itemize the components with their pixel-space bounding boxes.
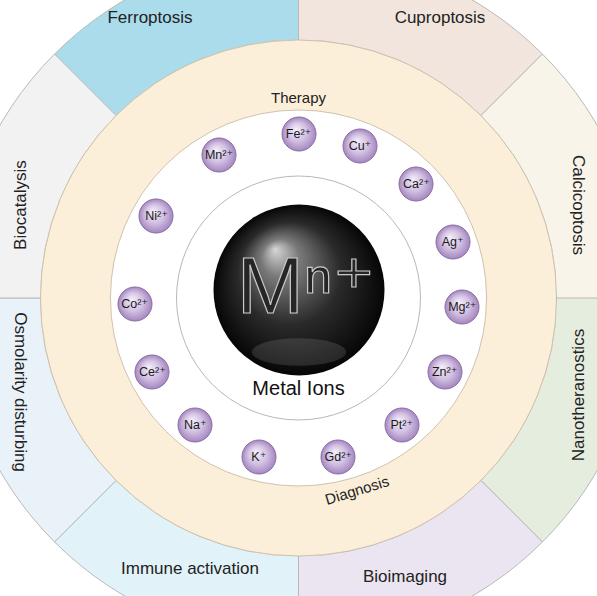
ion-circle (343, 129, 377, 163)
metal-ion-circle: Ni²⁺ (138, 198, 174, 234)
metal-symbol: Mⁿ⁺ (237, 246, 375, 326)
segment-label: Immune activation (121, 560, 259, 577)
ion-circle (385, 408, 419, 442)
ion-label: K⁺ (251, 451, 266, 464)
ion-label: Mn²⁺ (205, 148, 233, 161)
metal-sphere: Mⁿ⁺ (213, 204, 385, 376)
ion-circle (445, 290, 479, 324)
sphere-reflection (251, 338, 346, 366)
ion-circle (242, 440, 276, 474)
ion-circle (139, 199, 173, 233)
inner-circle (177, 176, 421, 420)
metal-ion-circle: Co²⁺ (117, 286, 153, 322)
ion-circle (428, 355, 462, 389)
segment-label: Cuproptosis (395, 9, 486, 26)
ion-label: Cu⁺ (349, 140, 372, 153)
segment-label: Osmolarity disturbing (12, 312, 29, 472)
sphere-body (213, 205, 384, 376)
ion-label: Na⁺ (184, 419, 207, 432)
metal-ion-circle: Mn²⁺ (201, 137, 237, 173)
metal-ion-circle: Fe²⁺ (281, 116, 317, 152)
ion-circle (135, 355, 169, 389)
metal-ion-circle: Ce²⁺ (134, 354, 170, 390)
metal-ion-circle: K⁺ (241, 439, 277, 475)
metal-ion-circle: Cu⁺ (342, 128, 378, 164)
ion-label: Gd²⁺ (324, 451, 351, 464)
ion-label: Zn²⁺ (432, 366, 457, 379)
metal-ion-circle: Pt²⁺ (384, 407, 420, 443)
band-label: Therapy (271, 90, 326, 105)
metal-ion-circle: Ag⁺ (435, 224, 471, 260)
metal-ion-circle: Na⁺ (177, 407, 213, 443)
ion-label: Ce²⁺ (139, 366, 166, 379)
metal-ion-circle: Mg²⁺ (444, 289, 480, 325)
ion-circle (399, 167, 433, 201)
segment-label: Biocatalysis (12, 160, 29, 250)
band-outline (41, 40, 557, 556)
segment-label: Calcicoptosis (570, 155, 587, 255)
ion-label: Fe²⁺ (286, 128, 311, 141)
ion-circle (118, 287, 152, 321)
ion-circle (202, 138, 236, 172)
center-caption: Metal Ions (252, 378, 344, 398)
metal-ion-circle: Gd²⁺ (320, 439, 356, 475)
ion-circle (321, 440, 355, 474)
ion-label: Mg²⁺ (448, 300, 476, 313)
ion-label: Ni²⁺ (145, 210, 168, 223)
segment-label: Ferroptosis (107, 9, 192, 26)
ion-circle (436, 225, 470, 259)
ion-label: Ca²⁺ (403, 178, 430, 191)
ion-label: Ag⁺ (442, 236, 464, 249)
ion-circle (282, 117, 316, 151)
segment-label: Nanotheranostics (570, 329, 587, 461)
metal-ion-circle: Ca²⁺ (398, 166, 434, 202)
ion-label: Pt²⁺ (390, 419, 413, 432)
ion-circle (178, 408, 212, 442)
segment-label: Bioimaging (363, 568, 447, 585)
metal-ion-circle: Zn²⁺ (427, 354, 463, 390)
ion-label: Co²⁺ (121, 297, 148, 310)
